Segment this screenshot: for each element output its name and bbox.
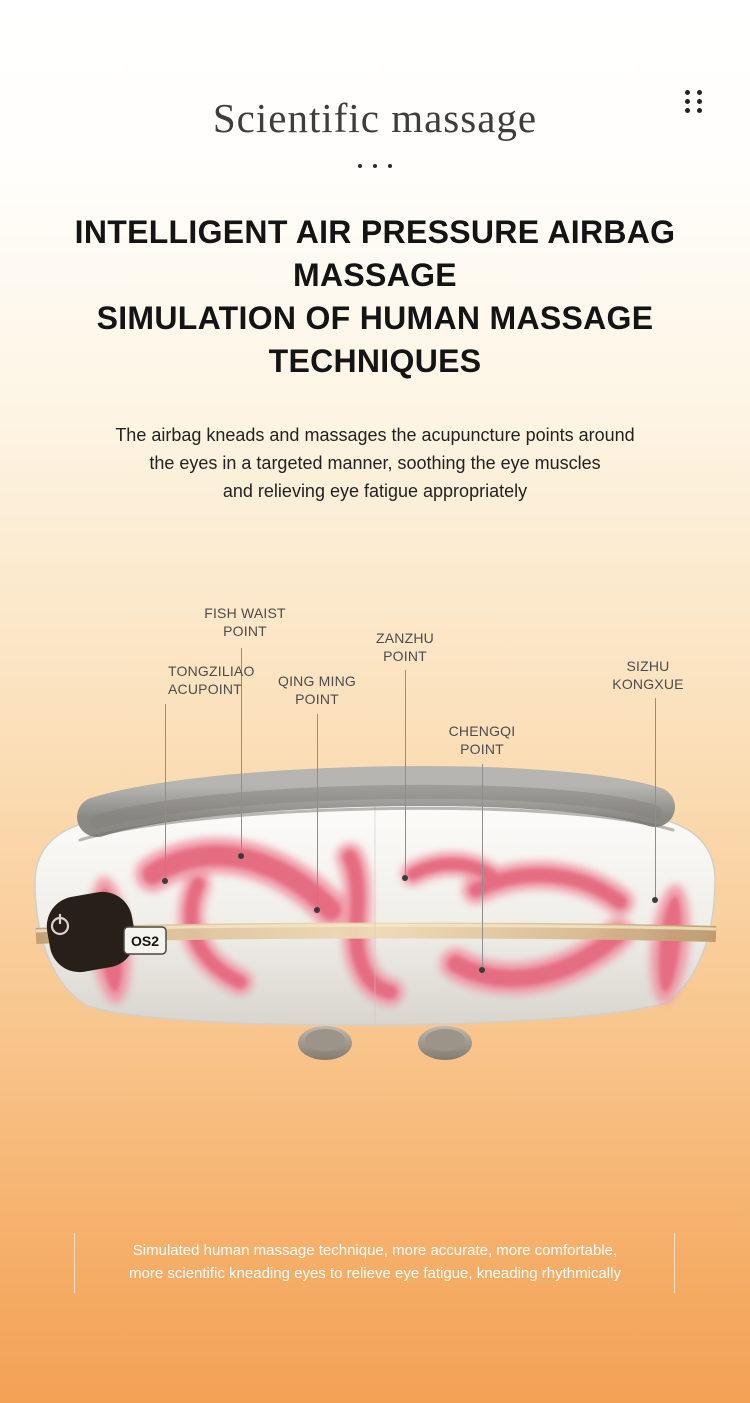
callout-leader-line <box>165 704 166 880</box>
three-dots-divider-icon <box>358 164 392 168</box>
callout-label: TONGZILIAO ACUPOINT <box>168 663 255 697</box>
power-button[interactable] <box>42 887 140 977</box>
callout-leader-line <box>405 670 406 876</box>
callout-label: FISH WAIST POINT <box>204 605 286 639</box>
callout-dot <box>238 853 244 859</box>
callout-dot <box>162 878 168 884</box>
callout-leader-line <box>655 698 656 898</box>
callout-dot <box>402 875 408 881</box>
model-badge: OS2 <box>123 926 167 955</box>
callout-dot <box>314 907 320 913</box>
callout-leader-line <box>317 714 318 908</box>
callout-label: ZANZHU POINT <box>376 630 434 664</box>
callout-dot <box>652 897 658 903</box>
callout-dot <box>479 967 485 973</box>
nose-pads <box>298 1026 472 1060</box>
footer-text: Simulated human massage technique, more … <box>129 1242 621 1282</box>
callout-label: SIZHU KONGXUE <box>612 658 684 692</box>
footer-right-line <box>674 1233 675 1293</box>
model-badge-label: OS2 <box>131 933 159 949</box>
head-cushion <box>77 766 675 842</box>
description-text: The airbag kneads and massages the acupu… <box>115 425 635 501</box>
six-dot-grid-icon <box>685 90 702 113</box>
main-heading: INTELLIGENT AIR PRESSURE AIRBAG MASSAGE … <box>74 214 676 379</box>
callout-label: CHENGQI POINT <box>448 723 516 757</box>
callout-leader-line <box>241 648 242 855</box>
footer-left-line <box>74 1233 75 1293</box>
callout-label: QING MING POINT <box>277 673 357 707</box>
callout-leader-line <box>482 764 483 968</box>
page-title: Scientific massage <box>212 95 538 141</box>
device-illustration: OS2 <box>34 766 717 1060</box>
